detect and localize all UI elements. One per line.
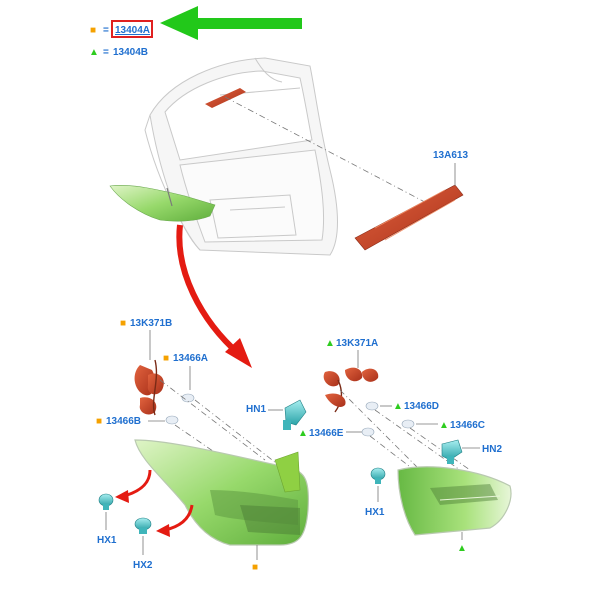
triangle-marker-icon: ▲ — [325, 338, 335, 349]
left-tail-lamp-assembly[interactable] — [134, 439, 310, 546]
legend: ■ = 13404A ▲ = 13404B — [89, 20, 153, 58]
bulb-icon[interactable] — [401, 419, 415, 429]
callout-arrowhead-icon — [115, 490, 129, 503]
assembly-leader-line — [159, 379, 266, 461]
square-marker-icon: ■ — [252, 562, 258, 573]
fastener-icon[interactable] — [370, 467, 386, 484]
legend-triangle-part[interactable]: 13404B — [113, 47, 148, 58]
callout-arrow-icon — [176, 224, 242, 358]
legend-equals: = — [103, 25, 109, 36]
callout-arrowhead-icon — [156, 524, 170, 537]
clip-nut-icon[interactable] — [283, 399, 307, 430]
label-right-socket-harness[interactable]: 13K371A — [336, 338, 378, 349]
label-right-fastener[interactable]: HX1 — [365, 507, 385, 518]
bulb-icon[interactable] — [365, 401, 379, 411]
label-center-lamp[interactable]: 13A613 — [433, 150, 468, 161]
label-right-bulb-c[interactable]: 13466C — [450, 420, 485, 431]
square-marker-icon: ■ — [96, 416, 102, 427]
fastener-icon[interactable] — [98, 493, 114, 510]
label-left-fastener-b[interactable]: HX2 — [133, 560, 153, 571]
label-right-bulb-e[interactable]: 13466E — [309, 428, 344, 439]
assembly-leader-line — [409, 427, 471, 471]
label-right-clip-nut[interactable]: HN2 — [482, 444, 502, 455]
high-mount-stop-lamp[interactable] — [354, 184, 464, 251]
label-left-bulb-bottom[interactable]: 13466B — [106, 416, 141, 427]
assembly-leader-line — [339, 389, 421, 471]
legend-equals: = — [103, 47, 109, 58]
green-pointer-arrow-icon — [160, 6, 302, 40]
triangle-marker-icon: ▲ — [89, 47, 99, 58]
bulb-icon[interactable] — [181, 393, 195, 403]
assembly-leader-line — [369, 435, 441, 491]
label-left-fastener-a[interactable]: HX1 — [97, 535, 117, 546]
triangle-marker-icon: ▲ — [393, 401, 403, 412]
fastener-icon[interactable] — [134, 517, 152, 534]
label-left-clip-nut[interactable]: HN1 — [246, 404, 266, 415]
square-marker-icon: ■ — [120, 318, 126, 329]
highlight-box — [111, 20, 153, 38]
label-left-bulb-top[interactable]: 13466A — [173, 353, 208, 364]
bulb-icon[interactable] — [165, 415, 179, 425]
label-left-socket-harness[interactable]: 13K371B — [130, 318, 172, 329]
tailgate-outline — [144, 57, 338, 256]
square-marker-icon: ■ — [90, 25, 96, 36]
legend-square-part[interactable]: 13404A — [115, 25, 150, 36]
assembly-leader-line — [194, 399, 286, 471]
clip-nut-icon[interactable] — [441, 439, 463, 464]
square-marker-icon: ■ — [163, 353, 169, 364]
callout-arrowhead-icon — [225, 338, 252, 368]
bulb-icon[interactable] — [361, 427, 375, 437]
label-right-bulb-d[interactable]: 13466D — [404, 401, 439, 412]
assembly-leader-line — [224, 96, 441, 211]
assembly-leader-line — [374, 409, 461, 471]
right-tail-lamp-assembly[interactable] — [397, 466, 512, 536]
right-socket-harness[interactable] — [323, 367, 379, 413]
tail-lamp-installed — [109, 185, 216, 222]
left-socket-harness[interactable] — [134, 359, 164, 416]
triangle-marker-icon: ▲ — [298, 428, 308, 439]
high-mount-stop-lamp-installed — [205, 88, 246, 108]
triangle-marker-icon: ▲ — [439, 420, 449, 431]
triangle-marker-icon: ▲ — [457, 543, 467, 554]
